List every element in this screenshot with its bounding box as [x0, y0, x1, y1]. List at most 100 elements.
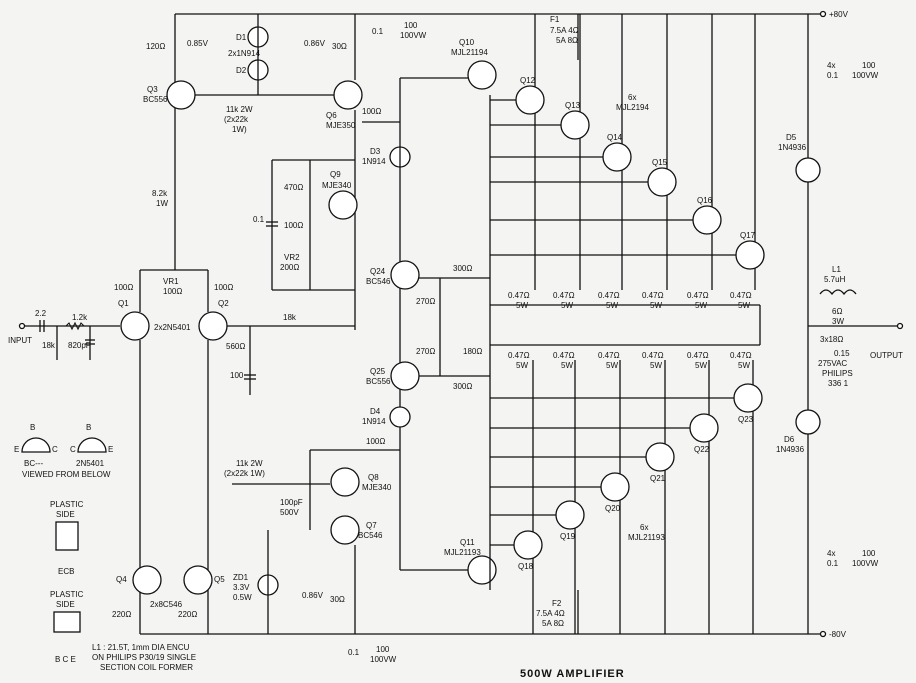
- emitter-resistor-watt: 5W: [695, 301, 707, 310]
- v086-top-label: 0.86V: [304, 39, 326, 48]
- q3-label: Q3: [147, 85, 158, 94]
- output-transistor-label: Q22: [694, 445, 710, 454]
- zd1-watt: 0.5W: [233, 593, 252, 602]
- emitter-resistor-watt: 5W: [738, 361, 750, 370]
- cap-r-top-01: 0.1: [827, 71, 839, 80]
- pos-rail-label: +80V: [829, 10, 849, 19]
- output-transistor-label: Q13: [565, 101, 581, 110]
- pinout-bc-label: BC---: [24, 459, 43, 468]
- r11k-top-label: 11k 2W: [226, 105, 253, 114]
- r300a-label: 300Ω: [453, 264, 472, 273]
- q6-part: MJE350: [326, 121, 356, 130]
- pos-terminal: [819, 10, 827, 18]
- r300b-label: 300Ω: [453, 382, 472, 391]
- q5-label: Q5: [214, 575, 225, 584]
- q6-label: Q6: [326, 111, 337, 120]
- emitter-resistor-value: 0.47Ω: [598, 351, 620, 360]
- r11k-top-sub2: 1W): [232, 125, 247, 134]
- ecb-label: ECB: [58, 567, 74, 576]
- output-transistor-bottom: [645, 442, 675, 472]
- neg-rail-label: -80V: [829, 630, 847, 639]
- emitter-resistor-watt: 5W: [738, 301, 750, 310]
- svg-text:E: E: [108, 445, 113, 454]
- q9-transistor: [328, 190, 358, 220]
- r270a-label: 270Ω: [416, 297, 435, 306]
- vr2-label: VR2: [284, 253, 300, 262]
- q11-label: Q11: [460, 538, 475, 547]
- q1-label: Q1: [118, 299, 129, 308]
- c015-brand: PHILIPS: [822, 369, 853, 378]
- d4-label: D4: [370, 407, 381, 416]
- q7-label: Q7: [366, 521, 377, 530]
- cap-bot-a: 0.1: [348, 648, 360, 657]
- output-transistor-top: [647, 167, 677, 197]
- q24-label: Q24: [370, 267, 386, 276]
- cap-r-bot-01: 0.1: [827, 559, 839, 568]
- bias-c-label: 0.1: [253, 215, 265, 224]
- q6-transistor: [333, 80, 363, 110]
- d4-diode: [389, 406, 411, 428]
- emitter-resistor-value: 0.47Ω: [730, 291, 752, 300]
- f1-line1: 7.5A 4Ω: [550, 26, 579, 35]
- q3-transistor: [166, 80, 196, 110]
- emitter-resistor-value: 0.47Ω: [598, 291, 620, 300]
- pinout-2n5401-icon: [77, 437, 107, 453]
- plastic2-label: PLASTIC: [50, 590, 84, 599]
- r100-top-label: 100Ω: [362, 107, 381, 116]
- d5-diode: [795, 157, 821, 183]
- l1-label: L1: [832, 265, 841, 274]
- schematic-title: 500W AMPLIFIER: [520, 668, 625, 680]
- neg-terminal: [819, 630, 827, 638]
- r100-bot-label: 100Ω: [366, 437, 385, 446]
- output-transistor-top: [735, 240, 765, 270]
- c015-label: 0.15: [834, 349, 850, 358]
- c-fb-label: 100: [230, 371, 244, 380]
- q1-transistor: [120, 311, 150, 341]
- output-transistor-top: [602, 142, 632, 172]
- v085-label: 0.85V: [187, 39, 209, 48]
- emitter-resistor-watt: 5W: [695, 361, 707, 370]
- q10-label: Q10: [459, 38, 475, 47]
- output-transistor-label: Q16: [697, 196, 713, 205]
- q9-label: Q9: [330, 170, 341, 179]
- l1-note-1: L1 : 21.5T, 1mm DIA ENCU: [92, 643, 190, 652]
- q45-part: 2x8C546: [150, 600, 183, 609]
- cap-r-top-100v: 100VW: [852, 71, 879, 80]
- svg-text:C: C: [52, 445, 58, 454]
- emitter-resistor-value: 0.47Ω: [687, 291, 709, 300]
- emitter-resistor-value: 0.47Ω: [730, 351, 752, 360]
- package-to126-icon: [55, 521, 79, 551]
- zd1-voltage: 3.3V: [233, 583, 250, 592]
- q4-transistor: [132, 565, 162, 595]
- cap-r-bot-4x: 4x: [827, 549, 835, 558]
- r-fb-label: 18k: [283, 313, 297, 322]
- cap-bot-b: 100: [376, 645, 390, 654]
- cap-r-bot-100v: 100VW: [852, 559, 879, 568]
- cap-r-top-100: 100: [862, 61, 876, 70]
- v086-bot-label: 0.86V: [302, 591, 324, 600]
- package-to92-icon: [53, 611, 81, 633]
- svg-text:E: E: [14, 445, 19, 454]
- emitter-resistor-value: 0.47Ω: [553, 291, 575, 300]
- r470-label: 470Ω: [284, 183, 303, 192]
- cap-bot-bv: 100VW: [370, 655, 397, 664]
- l1-note-2: ON PHILIPS P30/19 SINGLE: [92, 653, 196, 662]
- q10-part: MJL21194: [451, 48, 488, 57]
- l1-inductor: [819, 289, 857, 296]
- r-bias-label: 18k: [42, 341, 56, 350]
- q24-transistor: [390, 260, 420, 290]
- f1-line2: 5A 8Ω: [556, 36, 578, 45]
- bot-part: MJL21193: [628, 533, 665, 542]
- r-e1-label: 100Ω: [114, 283, 133, 292]
- q25-transistor: [390, 361, 420, 391]
- d5-part: 1N4936: [778, 143, 807, 152]
- r11k-bot-label: 11k 2W: [236, 459, 263, 468]
- r180-label: 180Ω: [463, 347, 482, 356]
- output-transistor-bottom: [733, 383, 763, 413]
- d1-label: D1: [236, 33, 247, 42]
- r-e2-label: 100Ω: [214, 283, 233, 292]
- q8-part: MJE340: [362, 483, 392, 492]
- cap-top-b: 100: [404, 21, 418, 30]
